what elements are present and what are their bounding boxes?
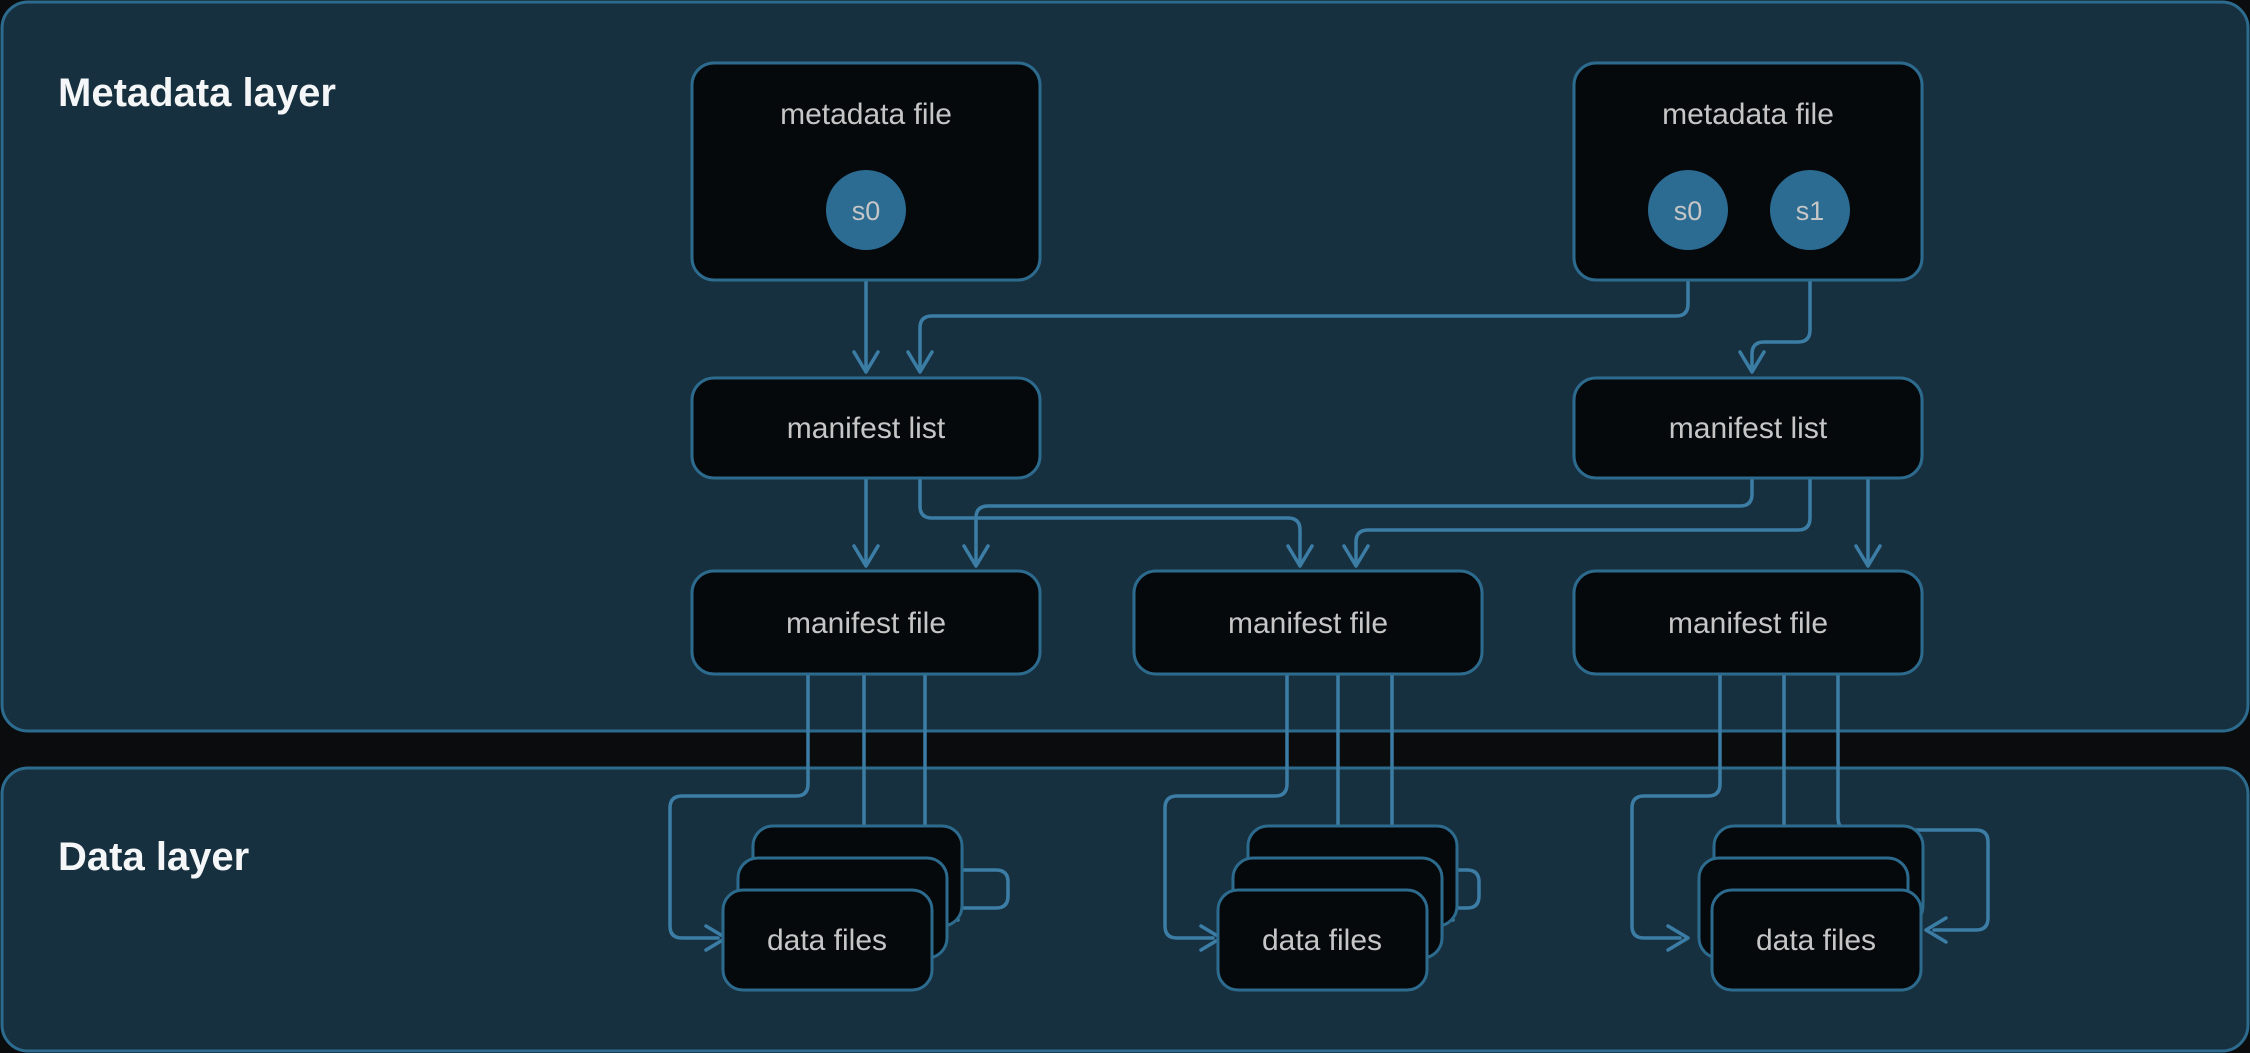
data-files-2[interactable]: data files — [1216, 824, 1459, 992]
metadata-file-1[interactable]: metadata file s0 — [690, 61, 1042, 282]
data-files-3-label: data files — [1756, 924, 1876, 957]
snapshot-s1-right-label: s1 — [1796, 196, 1825, 226]
edge-s1right-to-manifest-list-2 — [1750, 208, 1812, 370]
arrowhead-mf3-df3-left — [1666, 924, 1690, 952]
data-layer-panel-rect — [0, 766, 2250, 1053]
manifest-file-3[interactable]: manifest file — [1572, 569, 1924, 676]
edge-mf1-to-df1-left — [668, 672, 810, 940]
edge-manifest-list-1-to-manifest-file-2 — [918, 476, 1302, 564]
data-files-1-stack-front[interactable] — [721, 888, 934, 992]
edge-mf2-to-df2-left — [1163, 672, 1289, 940]
manifest-file-3-box[interactable] — [1572, 569, 1924, 676]
manifest-list-1[interactable]: manifest list — [690, 376, 1042, 480]
snapshot-s0-left-label: s0 — [852, 196, 881, 226]
edge-manifest-list-2-to-manifest-file-2 — [1354, 476, 1812, 564]
metadata-file-1-label: metadata file — [780, 98, 952, 131]
arrowhead-mf3-df3-right — [1924, 916, 1948, 944]
data-files-2-stack-front[interactable] — [1216, 888, 1429, 992]
data-files-2-label: data files — [1262, 924, 1382, 957]
edge-mf3-to-df3-left — [1630, 672, 1722, 940]
manifest-file-1-box[interactable] — [690, 569, 1042, 676]
manifest-file-2-box[interactable] — [1132, 569, 1484, 676]
data-layer-title: Data layer — [58, 835, 249, 879]
snapshot-s0-right-label: s0 — [1674, 196, 1703, 226]
arrowhead-ml1-mf2 — [1286, 544, 1314, 568]
snapshot-s1-right-circle[interactable] — [1770, 170, 1850, 250]
arrowhead-ml2-mf1 — [962, 544, 990, 568]
snapshot-s0-right-circle[interactable] — [1648, 170, 1728, 250]
manifest-file-1-label: manifest file — [786, 607, 946, 640]
metadata-file-2-box[interactable] — [1572, 61, 1924, 282]
metadata-layer-title: Metadata layer — [58, 71, 336, 115]
manifest-file-2[interactable]: manifest file — [1132, 569, 1484, 676]
arrowhead-s0right-manifest-list-1 — [906, 350, 934, 374]
manifest-list-2[interactable]: manifest list — [1572, 376, 1924, 480]
arrowhead-s0left-manifest-list-1 — [852, 350, 880, 374]
manifest-file-2-label: manifest file — [1228, 607, 1388, 640]
data-files-3-stack-front[interactable] — [1710, 888, 1923, 992]
arrowhead-s1right-manifest-list-2 — [1738, 350, 1766, 374]
data-files-3[interactable]: data files — [1697, 824, 1925, 992]
arrowhead-ml2-mf3 — [1854, 544, 1882, 568]
metadata-file-2[interactable]: metadata file s0 s1 — [1572, 61, 1924, 282]
manifest-file-1[interactable]: manifest file — [690, 569, 1042, 676]
data-layer-panel: Data layer — [0, 766, 2250, 1053]
snapshot-s0-left-circle[interactable] — [826, 170, 906, 250]
manifest-list-1-label: manifest list — [787, 412, 946, 445]
data-files-1[interactable]: data files — [721, 824, 964, 992]
arrowhead-ml1-mf1 — [852, 544, 880, 568]
edge-s0right-to-manifest-list-1 — [918, 208, 1690, 370]
manifest-list-2-box[interactable] — [1572, 376, 1924, 480]
arrowhead-ml2-mf2 — [1342, 544, 1370, 568]
connectors-manifest-list-to-manifest-file — [852, 476, 1882, 568]
edge-manifest-list-2-to-manifest-file-1 — [974, 476, 1754, 564]
manifest-list-1-box[interactable] — [690, 376, 1042, 480]
metadata-file-2-label: metadata file — [1662, 98, 1834, 131]
connectors-metadata-to-manifest-list — [852, 208, 1812, 374]
manifest-file-3-label: manifest file — [1668, 607, 1828, 640]
data-files-1-label: data files — [767, 924, 887, 957]
manifest-list-2-label: manifest list — [1669, 412, 1828, 445]
